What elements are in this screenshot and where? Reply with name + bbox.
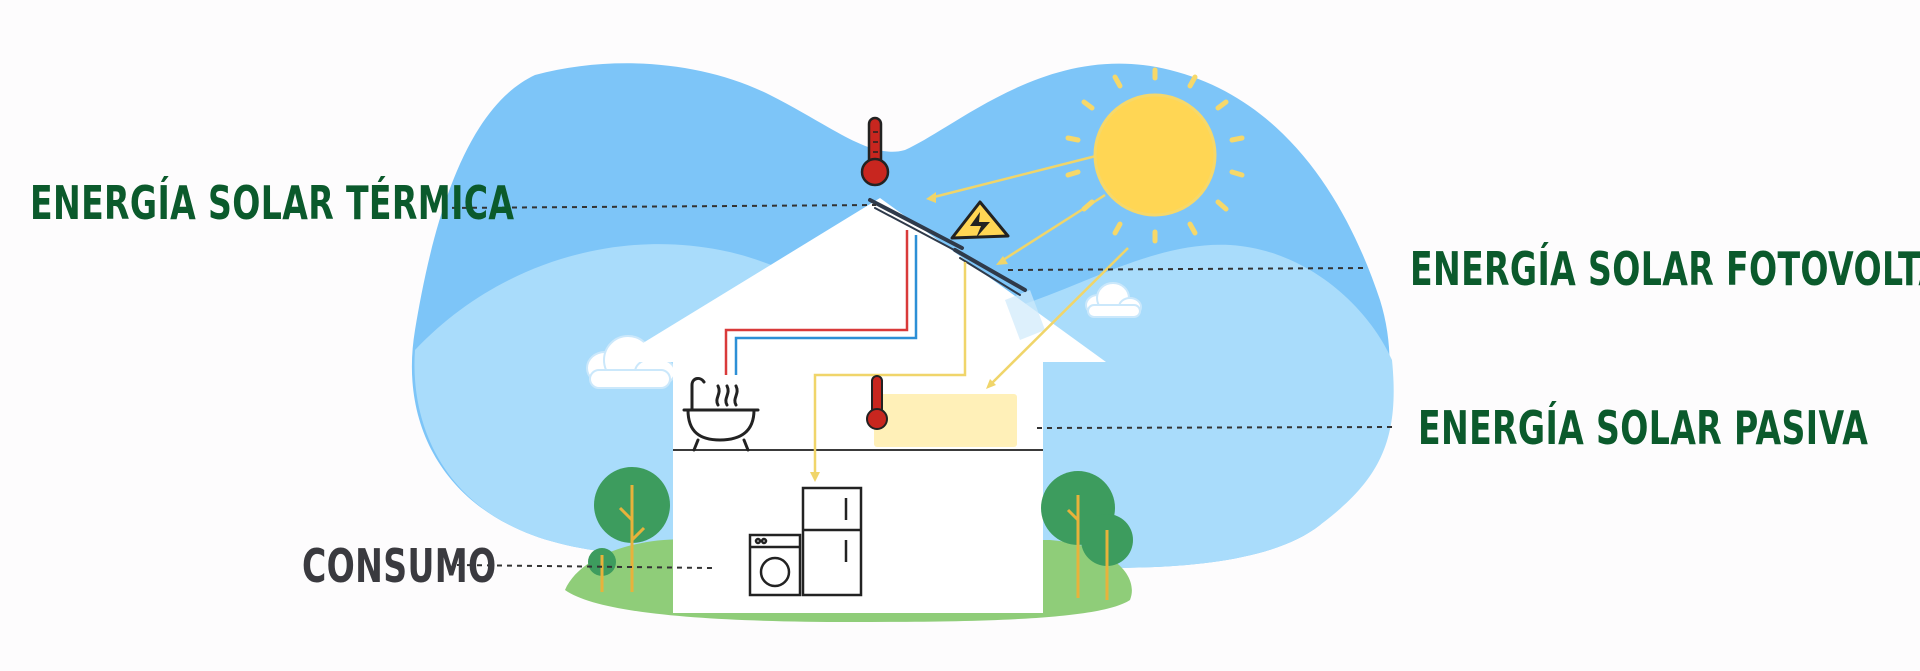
tree-left xyxy=(588,467,670,592)
leader-line-thermal xyxy=(441,204,877,209)
leader-line-photovoltaic xyxy=(1007,267,1369,271)
thermometer-icon xyxy=(860,116,890,187)
label-passive: ENERGÍA SOLAR PASIVA xyxy=(1418,401,1869,455)
solar-panels xyxy=(868,198,1027,296)
bathtub-icon xyxy=(682,376,760,452)
washing-machine-icon xyxy=(748,533,802,597)
lightning-warning-icon xyxy=(950,200,1010,240)
label-consumption: CONSUMO xyxy=(302,539,497,593)
sun-icon xyxy=(1065,67,1245,244)
water-pipes xyxy=(724,230,918,375)
leader-lines xyxy=(441,204,1396,569)
energy-arrowheads xyxy=(810,192,1008,482)
label-thermal: ENERGÍA SOLAR TÉRMICA xyxy=(30,176,515,230)
cloud-right xyxy=(1085,282,1142,318)
thermometer-icon xyxy=(866,375,888,430)
label-photovoltaic: ENERGÍA SOLAR FOTOVOLTAICA xyxy=(1410,242,1920,296)
passive-heat-zone xyxy=(874,394,1017,447)
leader-line-consumption xyxy=(456,564,713,569)
tree-right xyxy=(1041,471,1133,600)
fridge-icon xyxy=(801,486,863,597)
